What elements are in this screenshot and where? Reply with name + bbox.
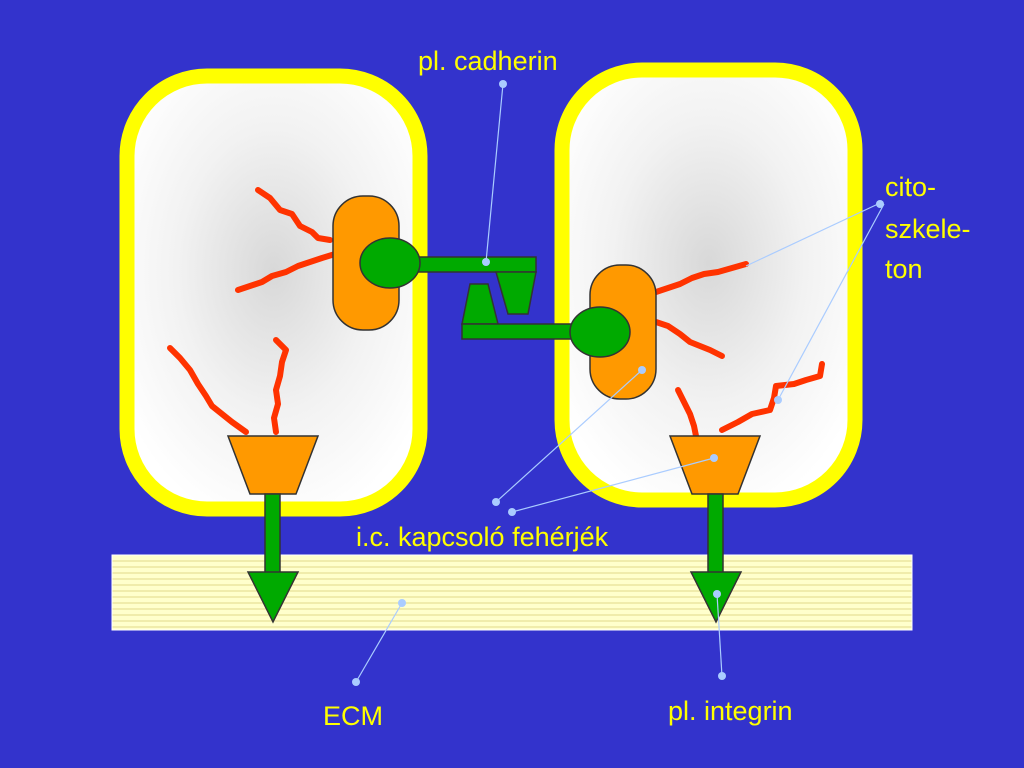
label-ecm: ECM [323, 701, 383, 731]
label-integrin: pl. integrin [668, 696, 793, 726]
integrin-right [668, 435, 762, 624]
leader-dots [352, 80, 884, 686]
cytoskeleton-left [167, 187, 338, 435]
label-cytoskeleton-2: szkele- [885, 214, 971, 244]
integrin-left [226, 435, 320, 624]
label-adaptor-proteins: i.c. kapcsoló fehérjék [356, 522, 609, 552]
cadherin-complex [359, 237, 631, 358]
label-cadherin: pl. cadherin [418, 46, 558, 76]
ecm-band [111, 554, 913, 631]
label-cytoskeleton-3: ton [885, 254, 923, 284]
leader-lines [355, 83, 885, 683]
label-cytoskeleton-1: cito- [885, 172, 936, 202]
cytoskeleton-right [653, 261, 825, 439]
